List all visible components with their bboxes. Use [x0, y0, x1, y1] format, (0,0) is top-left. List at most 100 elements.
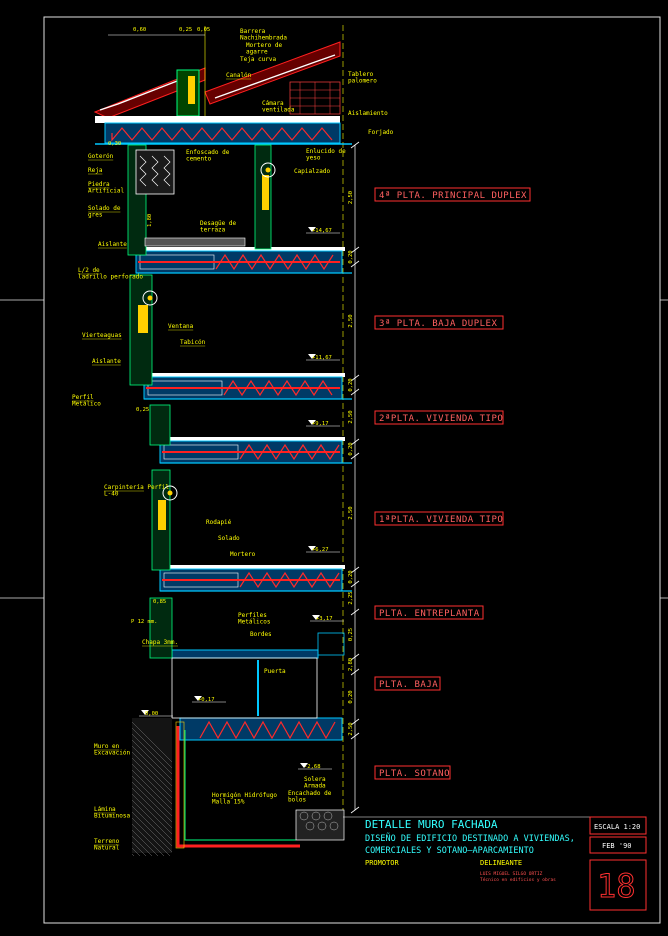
top-dim: 0,60 — [133, 27, 146, 33]
annotation-bordes: Bordes — [250, 631, 272, 638]
project-description-line1: DISEÑO DE EDIFICIO DESTINADO A VIVIENDAS… — [365, 833, 575, 844]
annotation-mortero2: Mortero — [230, 551, 256, 558]
misc-dim: 0,25 — [136, 407, 149, 413]
level-tag-box — [374, 765, 451, 780]
side-dim-text: 0,25 — [348, 628, 354, 641]
elevation-value: +3,17 — [316, 616, 333, 622]
level-name: PLTA. ENTREPLANTA — [379, 609, 480, 619]
elevation-triangle — [308, 227, 316, 232]
annotation-canalon: Canalón — [226, 72, 252, 79]
level-name: 3ª PLTA. BAJA DUPLEX — [379, 319, 497, 329]
annotation-forjado: Forjado — [368, 129, 394, 136]
misc-dimensions: 0,30 0,25 0,85 P 12 mm. 1,80 — [108, 141, 166, 625]
roof-section — [93, 26, 352, 145]
annotation-chapa: Chapa 3mm. — [142, 639, 178, 646]
annotation-capialzado: Capialzado — [294, 168, 331, 175]
level-name: PLTA. BAJA — [379, 680, 438, 690]
elevation-triangle — [141, 710, 149, 715]
elevation-triangle — [300, 763, 308, 768]
elevation-value: +9,17 — [312, 421, 329, 427]
annotation-teja: Teja curva — [240, 56, 277, 63]
elevation-value: -2,68 — [304, 764, 321, 770]
elevation-triangle — [312, 615, 320, 620]
level-name: 2ªPLTA. VIVIENDA TIPO — [379, 414, 503, 424]
annotation-solado2: Solado — [218, 535, 240, 542]
elevation-triangle — [308, 546, 316, 551]
level-name: 4ª PLTA. PRINCIPAL DUPLEX — [379, 191, 527, 201]
elevation-value: +6,27 — [312, 547, 329, 553]
side-dim-text: 0,20 — [348, 690, 354, 703]
title-block: DETALLE MURO FACHADA DISEÑO DE EDIFICIO … — [343, 816, 647, 911]
level-tags: 4ª PLTA. PRINCIPAL DUPLEX 3ª PLTA. BAJA D… — [374, 187, 531, 780]
delineante-label: DELINEANTE — [480, 859, 522, 867]
annotation-puerta: Puerta — [264, 668, 286, 675]
side-dim-text: 0,20 — [348, 250, 354, 263]
side-dim-text: 0,20 — [348, 442, 354, 455]
side-dim-text: 2,80 — [348, 658, 354, 671]
date-text: FEB '90 — [602, 842, 632, 850]
misc-dim: 0,85 — [153, 599, 166, 605]
level-name: PLTA. SOTANO — [379, 769, 450, 779]
sheet-number: 18 — [597, 867, 636, 905]
level-tag-box — [374, 315, 504, 330]
level-name: 1ªPLTA. VIVIENDA TIPO — [379, 515, 503, 525]
level-tag-box — [374, 187, 531, 202]
level-tag-box — [374, 410, 504, 425]
side-dim-text: 2,25 — [348, 591, 354, 604]
side-dim-text: 2,50 — [348, 506, 354, 519]
elevation-triangle — [194, 696, 202, 701]
top-dim: 0,25 — [179, 27, 192, 33]
elevation-triangle — [308, 420, 316, 425]
side-dim-text: 0,20 — [348, 570, 354, 583]
annotation-reja: Reja — [88, 167, 103, 174]
misc-dim: 0,30 — [108, 141, 121, 147]
facade-wall — [127, 144, 345, 857]
scale-box — [589, 816, 647, 835]
side-dim-text: 2,50 — [348, 722, 354, 735]
annotation-goteron: Goterón — [88, 153, 114, 160]
elevation-markers: +14,67+11,67+9,17+6,27+3,17+0,170,00-2,6… — [139, 227, 344, 770]
side-dim-text: 0,20 — [348, 378, 354, 391]
annotation-tabicon: Tabicón — [180, 339, 206, 346]
floor-slabs — [133, 247, 352, 741]
annotation-ventana: Ventana — [168, 323, 194, 330]
level-tag-box — [374, 605, 484, 620]
drawing-title: DETALLE MURO FACHADA — [365, 818, 498, 831]
annotation-aislante1: Aislante — [98, 241, 127, 248]
side-dim-text: 2,50 — [348, 410, 354, 423]
annotation-aislante2: Aislante — [92, 358, 121, 365]
sheet-number-box — [589, 859, 647, 911]
dimension-chain: 2,50 0,20 2,50 0,20 2,50 0,20 2,50 0,20 2,25 0,25… — [348, 141, 360, 814]
annotation-vierteaguas: Vierteaguas — [82, 332, 122, 339]
side-dim-text: 2,50 — [348, 191, 354, 204]
level-tag-box — [374, 676, 441, 691]
level-tag-box — [374, 511, 504, 526]
author-name: LUIS MIGUEL SILGO ORTIZ — [480, 871, 543, 877]
annotation-aislamiento: Aislamiento — [348, 110, 388, 117]
promotor-label: PROMOTOR — [365, 859, 400, 867]
misc-dim: P 12 mm. — [131, 619, 158, 625]
top-dim: 0,05 — [197, 27, 210, 33]
elevation-triangle — [308, 354, 316, 359]
date-box — [589, 836, 647, 854]
annotation-rodapie: Rodapié — [206, 519, 232, 526]
